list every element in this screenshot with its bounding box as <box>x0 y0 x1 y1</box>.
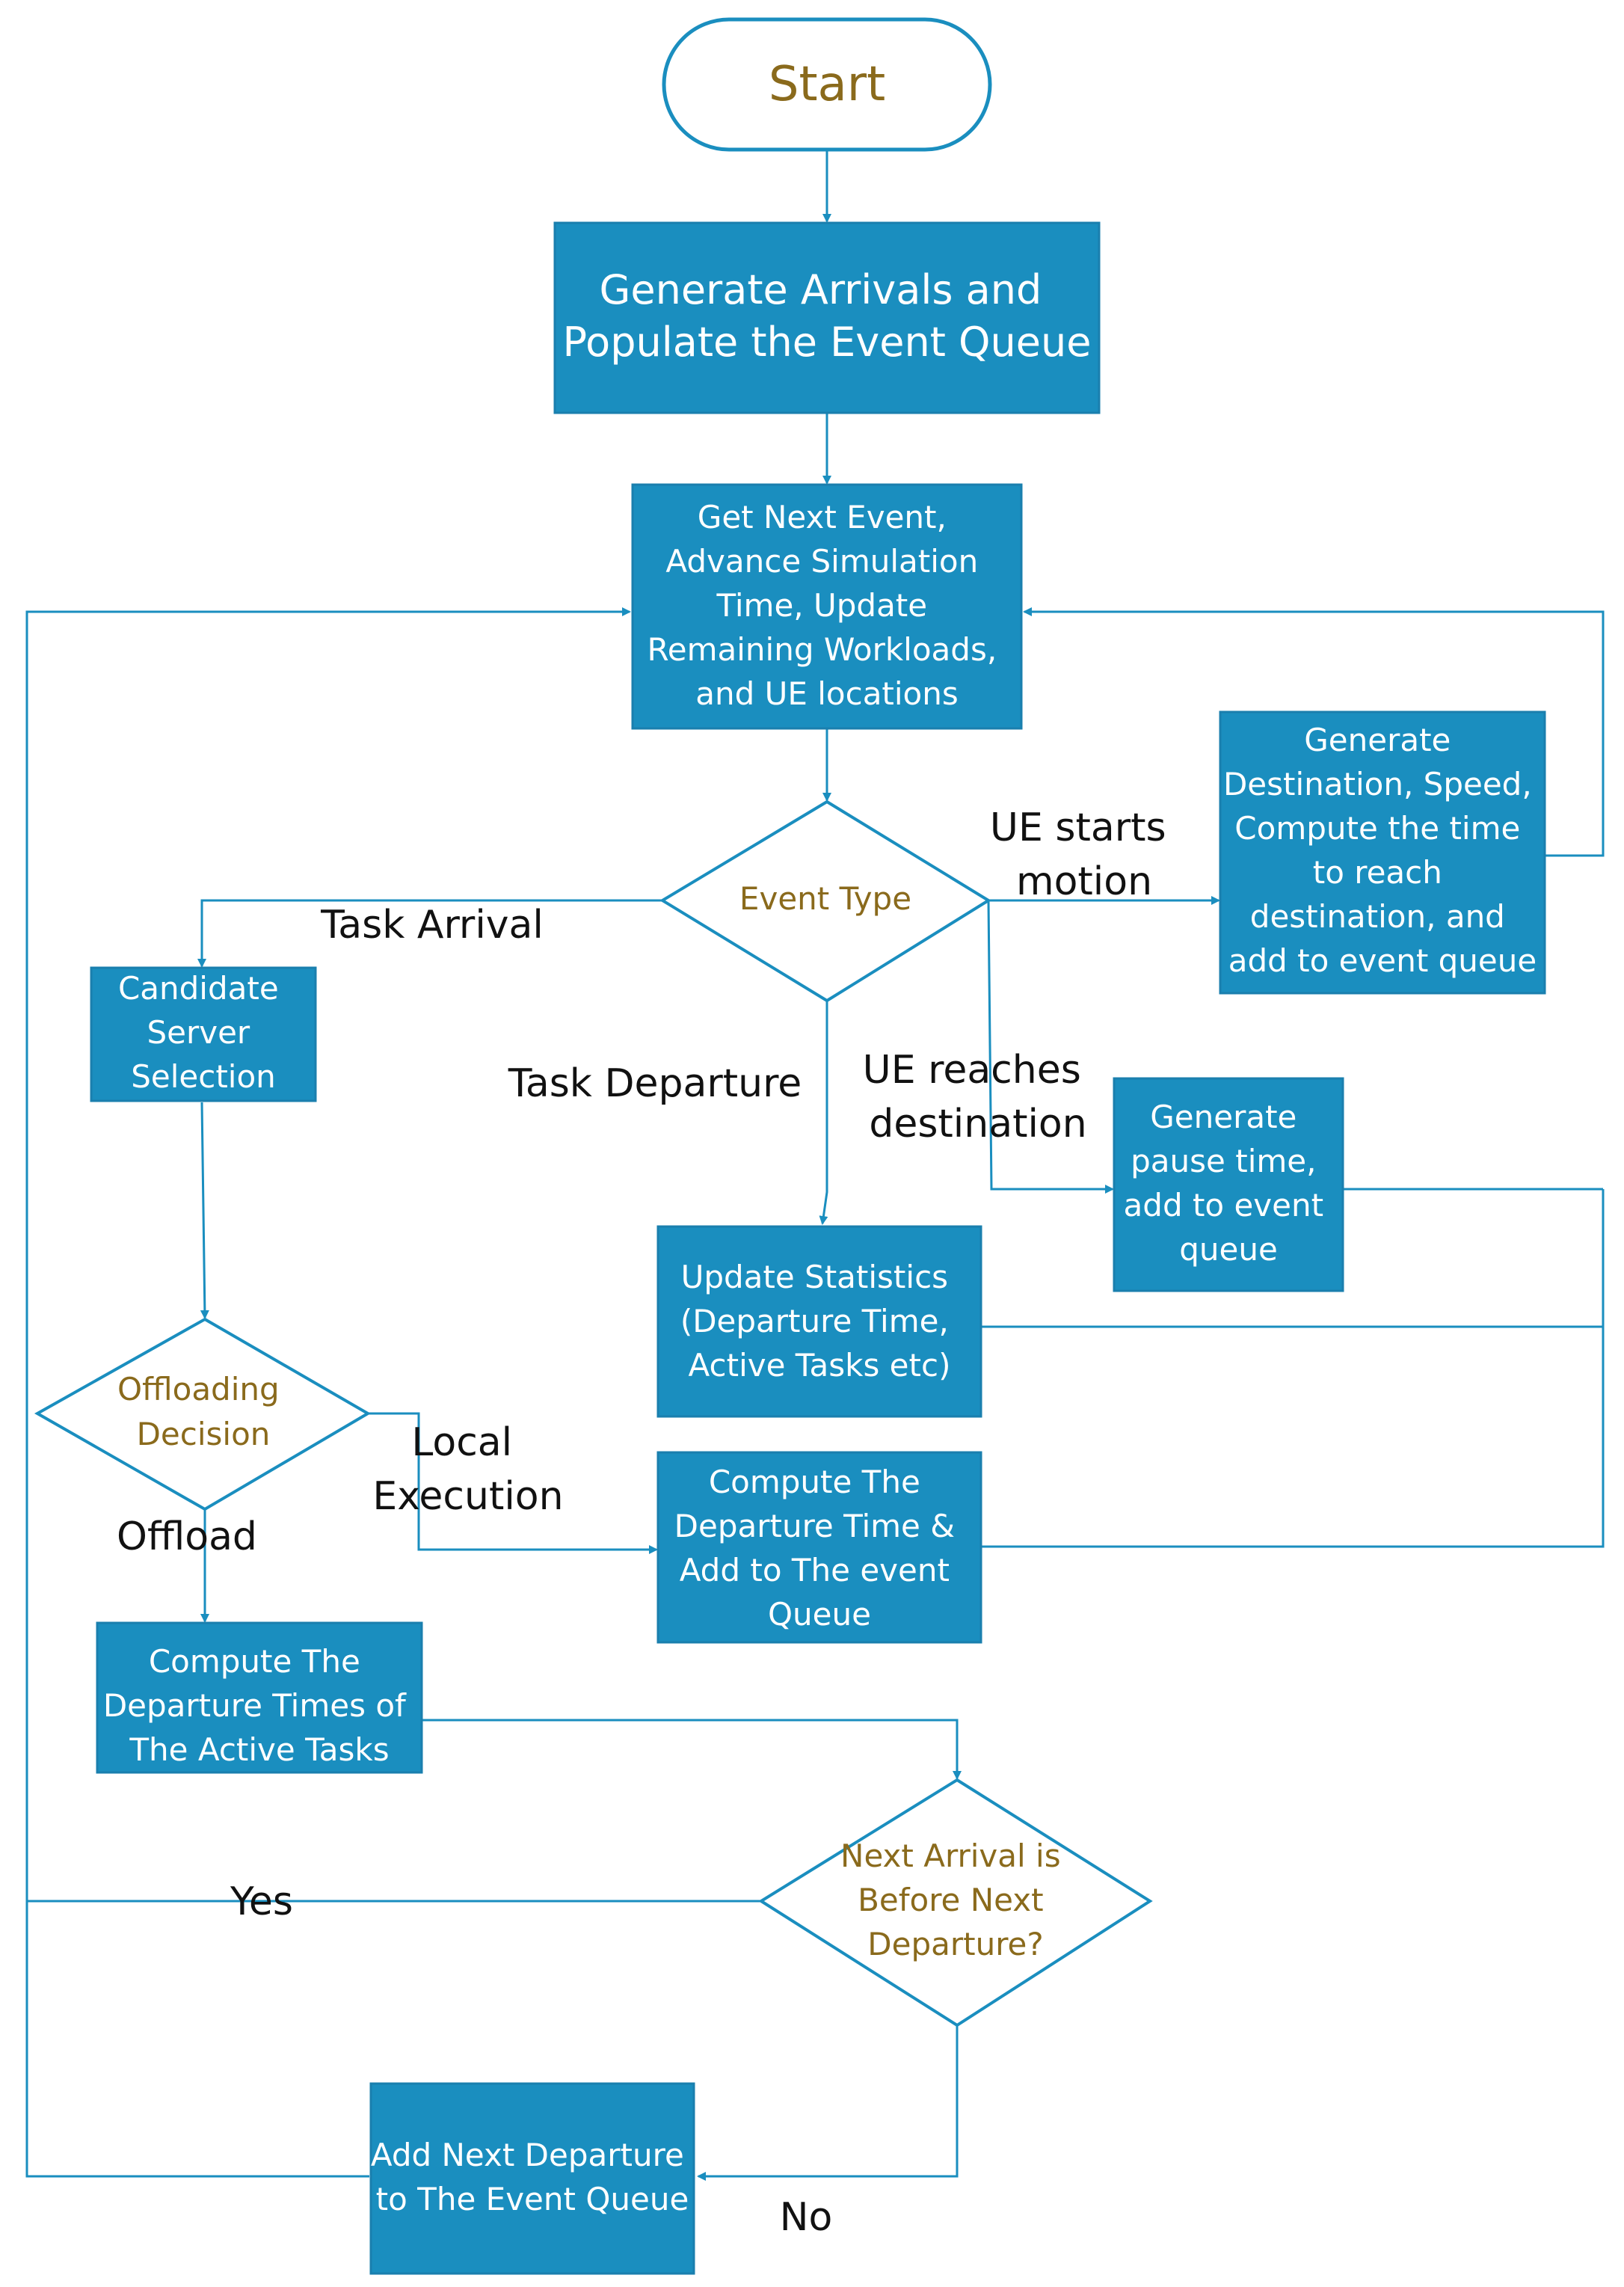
candidate-server-label: Candidate Server Selection <box>118 970 289 1095</box>
edge-event-type-to-generate-pause <box>987 900 1114 1194</box>
compute-departure-active-label: Compute The Departure Times of The Activ… <box>103 1643 416 1768</box>
start-label: Start <box>769 57 885 112</box>
edge-generate-destination-loop <box>1023 607 1605 857</box>
offloading-decision-diamond: Offloading Decision <box>34 1317 371 1511</box>
get-next-event-label: Get Next Event, Advance Simulation Time,… <box>647 499 1006 712</box>
edge-event-type-to-candidate-server <box>197 899 662 968</box>
generate-destination-box: Generate Destination, Speed, Compute the… <box>1219 710 1546 995</box>
generate-pause-box: Generate pause time, add to event queue <box>1113 1077 1344 1292</box>
label-local-execution: Local Execution <box>372 1420 563 1519</box>
edge-offloading-to-local-execution <box>368 1412 658 1554</box>
edge-next-arrival-no <box>697 2025 959 2181</box>
label-no: No <box>780 2195 833 2240</box>
connectors <box>25 150 1605 2181</box>
start-node: Start <box>662 17 992 152</box>
label-ue-reaches-destination: UE reaches destination <box>863 1048 1094 1146</box>
generate-pause-label: Generate pause time, add to event queue <box>1124 1099 1334 1268</box>
next-arrival-label: Next Arrival is Before Next Departure? <box>840 1838 1071 1962</box>
compute-departure-local-label: Compute The Departure Time & Add to The … <box>674 1464 965 1633</box>
compute-departure-active-box: Compute The Departure Times of The Activ… <box>96 1621 423 1774</box>
edge-compute-departure-local-loop <box>981 1189 1605 1548</box>
generate-destination-label: Generate Destination, Speed, Compute the… <box>1223 722 1542 979</box>
label-yes: Yes <box>230 1879 293 1924</box>
edge-event-type-to-update-statistics <box>819 1001 828 1225</box>
label-offload: Offload <box>117 1514 257 1559</box>
next-arrival-diamond: Next Arrival is Before Next Departure? <box>758 1778 1153 2027</box>
label-ue-starts-motion: UE starts motion <box>990 805 1178 904</box>
edge-compute-active-to-next-arrival <box>422 1719 962 1780</box>
candidate-server-box: Candidate Server Selection <box>90 966 317 1102</box>
generate-arrivals-box: Generate Arrivals and Populate the Event… <box>553 221 1101 414</box>
edge-candidate-to-offloading <box>200 1102 209 1319</box>
edge-add-next-departure-loop <box>25 1901 369 2178</box>
update-statistics-box: Update Statistics (Departure Time, Activ… <box>656 1225 982 1418</box>
event-type-label: Event Type <box>739 880 911 917</box>
get-next-event-box: Get Next Event, Advance Simulation Time,… <box>631 483 1023 730</box>
update-statistics-label: Update Statistics (Departure Time, Activ… <box>680 1259 959 1384</box>
compute-departure-local-box: Compute The Departure Time & Add to The … <box>656 1451 982 1644</box>
event-type-diamond: Event Type <box>659 799 991 1003</box>
label-task-departure: Task Departure <box>508 1061 802 1106</box>
edge-next-arrival-yes-loop <box>25 607 761 1903</box>
offloading-decision-label: Offloading Decision <box>117 1371 289 1452</box>
add-next-departure-box: Add Next Departure to The Event Queue <box>369 2082 695 2275</box>
add-next-departure-label: Add Next Departure to The Event Queue <box>371 2137 694 2217</box>
edge-labels: UE starts motion Task Arrival Task Depar… <box>117 805 1178 2240</box>
generate-arrivals-label: Generate Arrivals and Populate the Event… <box>563 266 1092 366</box>
label-task-arrival: Task Arrival <box>320 903 544 948</box>
